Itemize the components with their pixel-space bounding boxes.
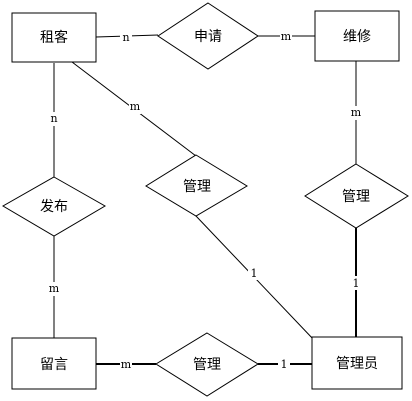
cardinality-tenant-publish: n [50, 112, 57, 125]
relationship-manage-repair-label: 管理 [342, 189, 370, 205]
cardinality-tenant-manage: m [130, 100, 141, 113]
relationship-manage-message: 管理 [155, 332, 259, 397]
relationship-manage-repair: 管理 [304, 163, 409, 229]
entity-tenant-label: 租客 [40, 29, 68, 46]
cardinality-tenant-apply: n [122, 31, 129, 44]
entity-message: 留言 [11, 337, 97, 390]
cardinality-manage-admin-bottom: 1 [281, 358, 288, 371]
entity-message-label: 留言 [40, 357, 68, 373]
cardinality-message-manage: m [121, 358, 132, 371]
cardinality-apply-repair: m [281, 30, 292, 43]
cardinality-labels: n m n m m 1 m 1 m 1 [48, 30, 362, 372]
relationship-manage-tenant: 管理 [145, 154, 248, 217]
relationship-apply-label: 申请 [194, 29, 222, 45]
entity-admin: 管理员 [311, 336, 403, 390]
cardinality-publish-message: m [49, 282, 60, 295]
relationship-manage-tenant-label: 管理 [183, 179, 211, 195]
relationship-publish-label: 发布 [40, 199, 68, 215]
entity-tenant: 租客 [11, 12, 97, 63]
entity-admin-label: 管理员 [336, 356, 378, 372]
entity-repair-label: 维修 [343, 29, 371, 45]
cardinality-repair-manage: m [351, 106, 362, 119]
relationship-manage-message-label: 管理 [193, 357, 221, 373]
relationship-publish: 发布 [2, 176, 106, 237]
relationship-apply: 申请 [157, 2, 259, 70]
entity-repair: 维修 [314, 10, 400, 62]
cardinality-manage-admin-right: 1 [353, 277, 360, 290]
cardinality-manage-admin: 1 [251, 267, 258, 280]
